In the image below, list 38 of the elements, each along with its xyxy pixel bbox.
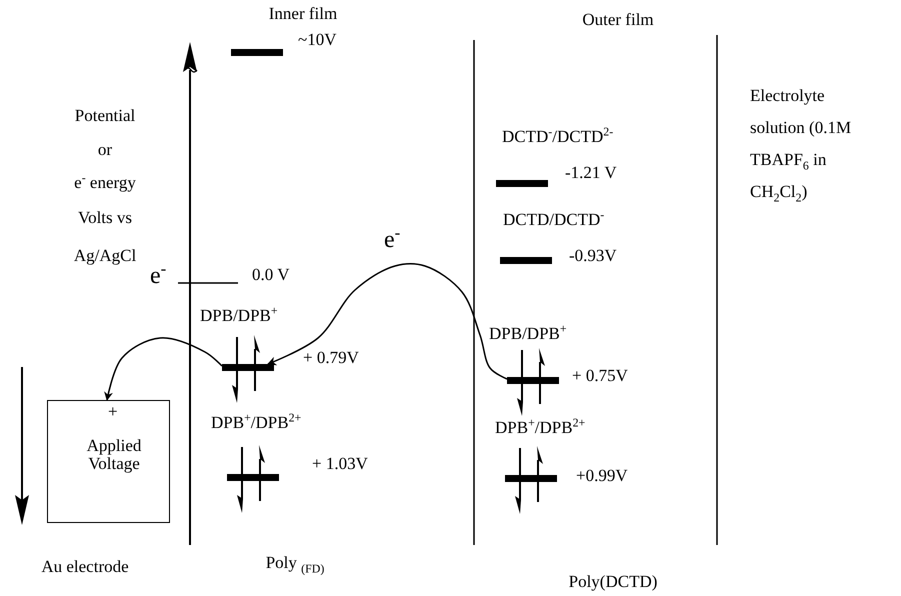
voltage-source-box bbox=[47, 400, 170, 523]
voltage-label: 0.0 V bbox=[252, 265, 290, 286]
curved-arrow bbox=[104, 337, 223, 401]
region-label: Outer film bbox=[582, 10, 654, 30]
axis-label: or bbox=[98, 140, 112, 160]
voltage-label: + 0.79V bbox=[303, 348, 359, 368]
energy-level-bar bbox=[222, 364, 274, 371]
curved-arrow bbox=[267, 263, 508, 380]
redox-couple-label: DCTD$^{-}$/DCTD$^{2-}$ bbox=[502, 127, 614, 148]
redox-couple-label: DPB$^{+}$/DPB$^{2+}$ bbox=[495, 418, 586, 438]
redox-couple-label: DPB/DPB$^{+}$ bbox=[200, 306, 278, 326]
plus-sign: + bbox=[108, 403, 118, 421]
electron-label: e$^{-}$ bbox=[150, 262, 166, 291]
film-label: Poly(DCTD) bbox=[568, 572, 658, 592]
axis-label: Potential bbox=[74, 106, 136, 126]
redox-couple-label: DPB$^{+}$/DPB$^{2+}$ bbox=[211, 413, 302, 434]
voltage-label: + 1.03V bbox=[312, 454, 368, 474]
redox-couple-label: DCTD/DCTD$^{-}$ bbox=[503, 210, 604, 230]
energy-level-bar bbox=[231, 49, 283, 56]
electrolyte-note: Electrolyte solution (0.1M TBAPF$_{6}$ in CH$_{2}$Cl$_{2}$) bbox=[750, 85, 852, 206]
energy-level-bar bbox=[500, 257, 552, 264]
voltage-label: + 0.75V bbox=[572, 366, 628, 386]
redox-couple-label: DPB/DPB$^{+}$ bbox=[489, 324, 567, 344]
energy-level-bar bbox=[505, 475, 557, 482]
voltage-label: +0.99V bbox=[576, 466, 628, 486]
energy-level-bar bbox=[496, 180, 548, 187]
film-label: Poly $_{(FD)}$ bbox=[266, 553, 324, 574]
voltage-label: ~10V bbox=[298, 30, 336, 50]
axis-label: Ag/AgCl bbox=[74, 246, 136, 266]
axis-label: e$^{-}$ energy bbox=[74, 173, 136, 194]
axis-label: Volts vs bbox=[78, 208, 132, 228]
electrode-label: Au electrode bbox=[41, 557, 129, 578]
region-label: Inner film bbox=[268, 4, 338, 24]
voltage-label: -1.21 V bbox=[565, 163, 617, 184]
voltage-label: -0.93V bbox=[569, 246, 617, 266]
box-label: Applied Voltage bbox=[86, 437, 142, 473]
energy-level-bar bbox=[227, 474, 279, 481]
energy-level-bar bbox=[507, 377, 559, 384]
